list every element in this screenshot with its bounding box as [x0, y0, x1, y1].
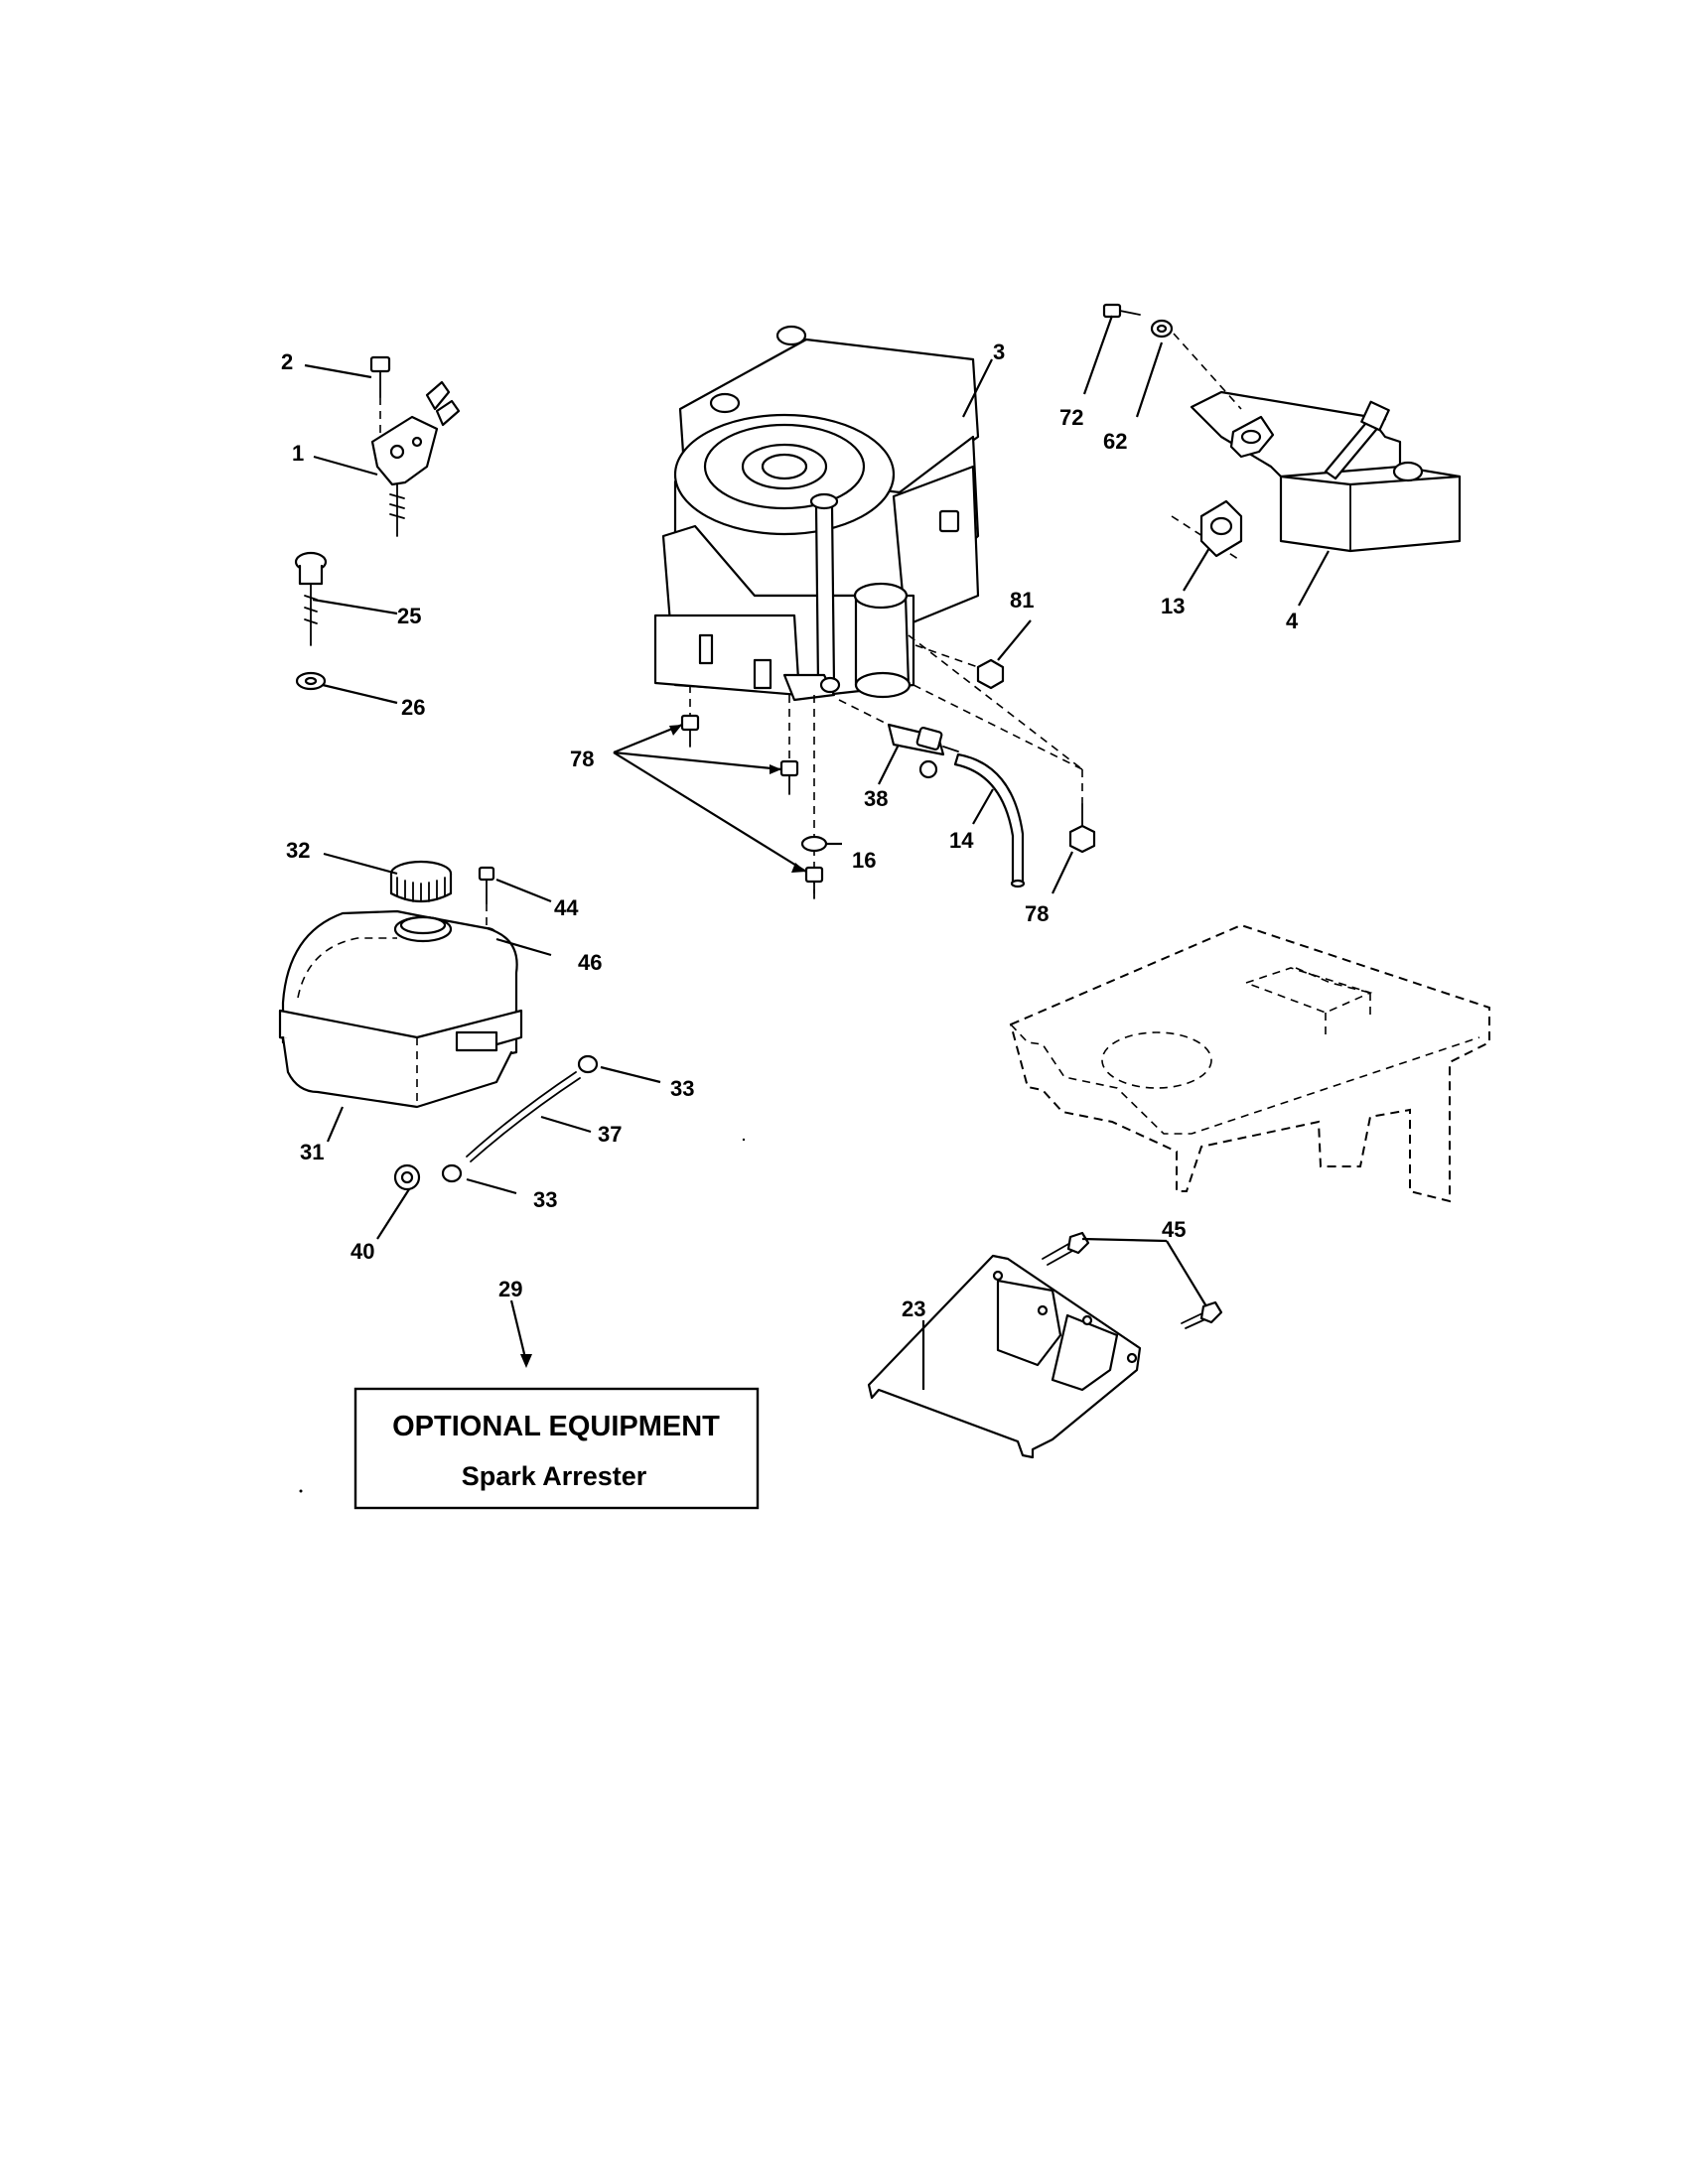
callout-81: 81 — [1010, 588, 1034, 613]
callout-13: 13 — [1161, 594, 1185, 618]
note-box — [353, 1387, 760, 1510]
washer-part-62 — [1150, 319, 1174, 339]
callout-44: 44 — [554, 895, 579, 920]
callout-78-right: 78 — [1025, 901, 1049, 926]
callout-78-left: 78 — [570, 747, 594, 771]
callout-1: 1 — [292, 441, 304, 466]
callout-26: 26 — [401, 695, 425, 720]
screw-part-45-upper — [1042, 1231, 1090, 1266]
muffler-part-4 — [1190, 390, 1462, 553]
clamp-part-33-upper — [577, 1054, 599, 1074]
bushing-part-40 — [393, 1163, 421, 1191]
callout-37: 37 — [598, 1122, 622, 1147]
callout-38: 38 — [864, 786, 888, 811]
callout-33-upper: 33 — [670, 1076, 694, 1101]
leader-lines — [304, 315, 1330, 1390]
callout-45: 45 — [1162, 1217, 1186, 1242]
callout-72: 72 — [1059, 405, 1083, 430]
callout-31: 31 — [300, 1140, 324, 1164]
fuel-tank-part-31 — [278, 909, 523, 1109]
scan-speck — [742, 1138, 746, 1142]
chassis-frame-outline — [1009, 923, 1490, 1203]
throttle-control-part — [370, 380, 461, 537]
callout-2: 2 — [281, 349, 293, 374]
callout-40: 40 — [351, 1239, 374, 1264]
callout-labels: 2 1 3 72 62 13 4 81 25 26 78 38 14 16 78… — [281, 340, 1299, 1321]
clamp-part-33-lower — [441, 1163, 463, 1183]
screw-part-45-lower — [1181, 1300, 1223, 1329]
callout-14: 14 — [949, 828, 974, 853]
nut-part-81 — [976, 658, 1005, 690]
washer-part-26 — [295, 671, 327, 691]
fuel-hose-part-14 — [953, 752, 1026, 888]
valve-part-38 — [887, 723, 959, 779]
note-subtitle: Spark Arrester — [462, 1461, 647, 1491]
gasket-part-13 — [1171, 499, 1243, 562]
callout-29: 29 — [498, 1277, 522, 1301]
callout-16: 16 — [852, 848, 876, 873]
bolt-part-72 — [1102, 303, 1141, 319]
callout-62: 62 — [1103, 429, 1127, 454]
exhaust-gasket-part — [1229, 415, 1275, 459]
callout-4: 4 — [1286, 609, 1299, 633]
callout-23: 23 — [902, 1297, 925, 1321]
bolt-part-78-right — [1068, 803, 1096, 854]
callout-32: 32 — [286, 838, 310, 863]
callout-25: 25 — [397, 604, 421, 628]
scan-speck — [299, 1489, 303, 1493]
callout-3: 3 — [993, 340, 1005, 364]
engine-part-3 — [653, 325, 1083, 893]
knob-part-25 — [294, 551, 328, 646]
screw-part-2 — [369, 355, 391, 437]
fuel-cap-part-32 — [389, 860, 453, 903]
note-title: OPTIONAL EQUIPMENT — [392, 1411, 720, 1442]
callout-33-lower: 33 — [533, 1187, 557, 1212]
fuel-line-part-37 — [466, 1071, 581, 1162]
optional-equipment-note: OPTIONAL EQUIPMENT Spark Arrester — [353, 1387, 760, 1510]
callout-46: 46 — [578, 950, 602, 975]
heat-shield-part-23 — [867, 1254, 1142, 1459]
